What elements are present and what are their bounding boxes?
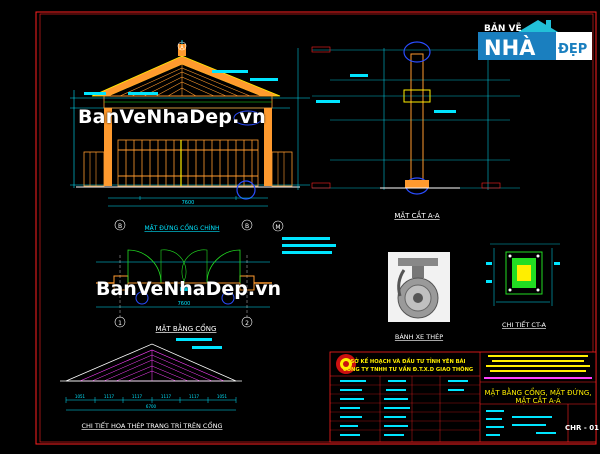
client-name: SỞ KẾ HOẠCH VÀ ĐẦU TƯ TỈNH YÊN BÁI: [350, 356, 465, 365]
orn-dim-4: 1117: [189, 394, 200, 399]
section-aa-drawing: [297, 41, 520, 195]
orn-dim-2: 1117: [132, 394, 143, 399]
section-aa-title: MẶT CẮT A-A: [394, 210, 440, 220]
watermark-logo: BẢN VẼ NHÀ ĐẸP: [476, 16, 594, 62]
watermark-text: BanVeNhaDep.vn: [78, 106, 266, 128]
sheet-border-inner: [39, 13, 594, 443]
orn-dim-1: 1117: [104, 394, 115, 399]
title-block: [329, 351, 597, 443]
grid-2-label: 2: [245, 320, 249, 327]
sheet-number: CHR - 01: [565, 424, 599, 432]
orn-dim-5: 1051: [217, 394, 228, 399]
wheel-title: BÁNH XE THÉP: [395, 332, 443, 341]
drawing-title-line2: MẶT CẮT A-A: [515, 395, 561, 405]
front-elevation-drawing: [70, 40, 310, 231]
ornament-detail-drawing: [60, 338, 242, 411]
gate-plan-drawing: [96, 249, 272, 328]
logo-house-icon: [518, 20, 558, 32]
marker-m-label: M: [275, 224, 280, 231]
wheel-photo: [388, 252, 450, 322]
marker-a-label: A: [180, 45, 184, 51]
watermark-text-2: BanVeNhaDep.vn: [96, 278, 282, 300]
grid-1-label: 1: [118, 320, 122, 327]
orn-dim-0: 1051: [75, 394, 86, 399]
logo-dep-text: ĐẸP: [558, 42, 587, 57]
drawing-title-line1: MẶT BẰNG CỔNG, MẶT ĐỨNG,: [485, 387, 592, 397]
orn-dim-3: 1117: [161, 394, 172, 399]
logo-nha-text: NHÀ: [484, 35, 536, 60]
front-elevation-title: MẶT ĐỨNG CỔNG CHÍNH: [144, 224, 219, 232]
sheet-border-outer: [35, 11, 597, 445]
dim-width-main: 7600: [182, 200, 195, 206]
ornament-title: CHI TIẾT HOA THÉP TRANG TRÍ TRÊN CỔNG: [82, 420, 223, 430]
detail-ct-a-drawing: [486, 243, 560, 306]
grid-b1-label: B: [118, 223, 122, 230]
note-lines: [282, 237, 336, 254]
plan-title: MẶT BẰNG CỔNG: [156, 323, 217, 333]
detail-ct-a-title: CHI TIẾT CT-A: [502, 319, 547, 329]
logo-top-text: BẢN VẼ: [484, 22, 522, 34]
dim-width-plan: 7600: [178, 301, 191, 307]
orn-dim-total: 6700: [146, 404, 157, 409]
consultant-name: CÔNG TY TNHH TƯ VẤN Đ.T.X.D GIAO THÔNG: [343, 365, 473, 373]
grid-b2-label: B: [245, 223, 249, 230]
